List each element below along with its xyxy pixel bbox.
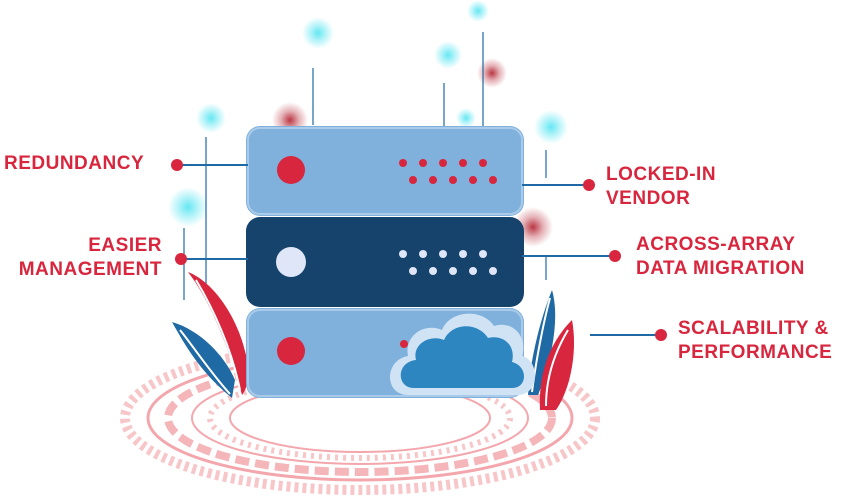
label-easier-line2: MANAGEMENT (18, 259, 162, 280)
server-stack-icon (246, 126, 524, 398)
leaf-icon (172, 272, 575, 410)
label-locked-line1: LOCKED-IN (606, 164, 717, 185)
label-across-array: ACROSS-ARRAY DATA MIGRATION (636, 233, 805, 281)
label-easier-management: EASIER MANAGEMENT (0, 234, 162, 282)
label-scalability-line1: SCALABILITY & (678, 318, 829, 339)
label-scalability: SCALABILITY & PERFORMANCE (678, 317, 832, 365)
connectors (171, 159, 667, 341)
label-scalability-line2: PERFORMANCE (678, 342, 833, 363)
label-easier-line1: EASIER (88, 235, 162, 256)
connector-dot-easier-management (175, 253, 187, 265)
label-redundancy: REDUNDANCY (4, 152, 144, 176)
label-redundancy-text: REDUNDANCY (4, 153, 145, 174)
connector-dot-redundancy (171, 159, 183, 171)
label-across-line1: ACROSS-ARRAY (636, 234, 796, 255)
label-across-line2: DATA MIGRATION (636, 258, 805, 279)
connector-dot-across-array (609, 250, 621, 262)
label-locked-line2: VENDOR (606, 188, 691, 209)
cloud-icon (390, 313, 536, 395)
label-locked-in-vendor: LOCKED-IN VENDOR (606, 163, 716, 211)
connector-dot-scalability (655, 329, 667, 341)
connector-dot-locked-in-vendor (583, 179, 595, 191)
glow-particles (168, 0, 568, 247)
